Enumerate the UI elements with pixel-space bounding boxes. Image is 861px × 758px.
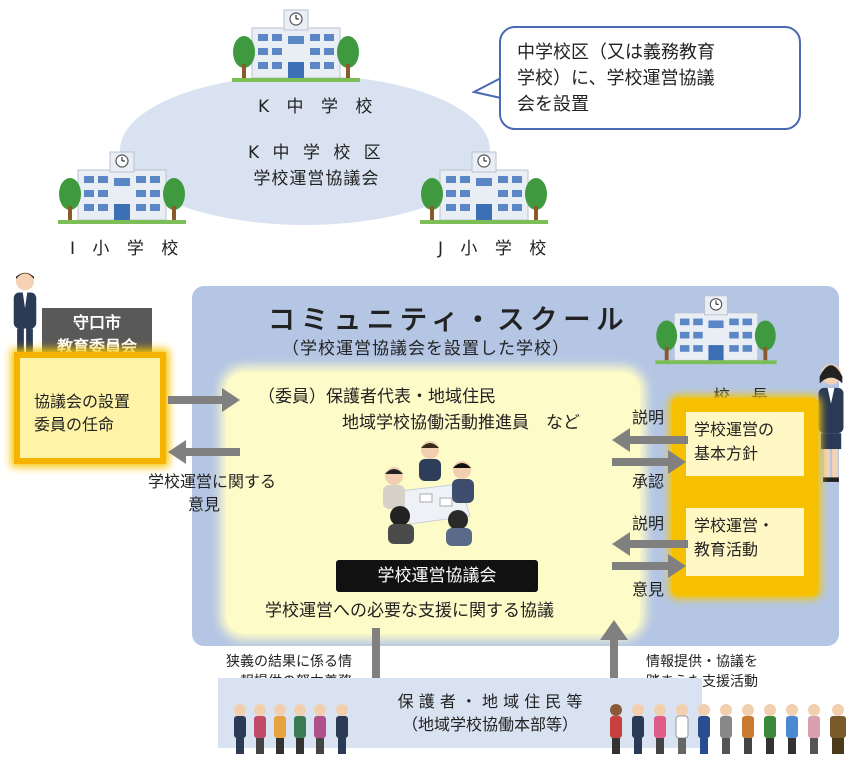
k-junior-high-label: K 中 学 校 [258, 97, 379, 117]
council-discussion: 学校運営への必要な支援に関する協議 [265, 601, 554, 621]
arrow-to-board-head [168, 440, 186, 464]
arrow-to-council-head [222, 388, 240, 412]
district-line2: 学校運営協議会 [253, 169, 380, 189]
board-opinion: 学校運営に関する 意見 [136, 470, 276, 516]
arrow-explain-2 [612, 532, 630, 556]
arrow-approve [668, 450, 686, 474]
basic-policy-box: 学校運営の 基本方針 [686, 412, 804, 476]
school-activities-box: 学校運営・ 教育活動 [686, 508, 804, 576]
community-line1: 保 護 者 ・ 地 域 住 民 等 [397, 692, 583, 711]
school-building-icon [420, 148, 548, 226]
duty-line1: 協議会の設置 [34, 392, 131, 411]
j-elementary-label: J 小 学 校 [438, 239, 553, 259]
explain-label-1: 説明 [632, 408, 665, 427]
opinion-line1: 学校運営に関する [147, 472, 276, 491]
policy-line1: 学校運営の [694, 420, 775, 439]
board-duties-box [14, 352, 166, 464]
support-line1: 情報提供・協議を [646, 654, 758, 670]
district-line1: K 中 学 校 区 [248, 143, 385, 163]
opinion-line2: 意見 [187, 495, 220, 514]
callout-line2: 学校）に、学校運営協議 [517, 68, 715, 89]
info-duty-line1: 狭義の結果に係る情 [226, 654, 352, 670]
arrow-opinion [668, 554, 686, 578]
principal-person-icon [818, 364, 844, 482]
council-name-label: 学校運営協議会 [336, 560, 538, 592]
board-duties: 協議会の設置 委員の任命 [34, 390, 130, 436]
parents-group-icon [234, 704, 348, 754]
school-building-icon [58, 148, 186, 226]
callout-line3: 会を設置 [517, 94, 589, 115]
members-line2: 地域学校協働活動推進員 など [342, 413, 580, 433]
residents-group-icon [610, 704, 846, 754]
principal-arrows [612, 428, 688, 578]
community-line2: （地域学校協働本部等） [401, 715, 578, 734]
approve-label: 承認 [632, 472, 665, 491]
council-members: （委員）保護者代表・地域住民 地域学校協働活動推進員 など [258, 384, 580, 436]
board-arrows [168, 388, 240, 464]
community-members: 保 護 者 ・ 地 域 住 民 等 （地域学校協働本部等） [380, 690, 600, 736]
members-line1: （委員）保護者代表・地域住民 [258, 387, 496, 407]
activity-line2: 教育活動 [694, 540, 759, 559]
duty-line2: 委員の任命 [34, 415, 115, 434]
board-head-line1: 守口市 [72, 313, 121, 332]
arrow-up-from-community [600, 620, 628, 698]
school-building-icon [652, 292, 780, 366]
meeting-people-icon [383, 441, 474, 546]
i-elementary-label: I 小 学 校 [70, 239, 185, 259]
explain-label-2: 説明 [632, 514, 665, 533]
opinion-label: 意見 [632, 580, 665, 599]
district-council-title: K 中 学 校 区 学校運営協議会 [248, 140, 385, 192]
community-school-title: コミュニティ・スクール [268, 305, 630, 336]
school-building-icon [232, 6, 360, 84]
callout-box: 中学校区（又は義務教育 学校）に、学校運営協議 会を設置 [499, 26, 801, 130]
board-head-line2: 教育委員会 [56, 337, 137, 356]
arrow-explain-1 [612, 428, 630, 452]
callout-line1: 中学校区（又は義務教育 [517, 42, 715, 63]
community-school-subtitle: （学校運営協議会を設置した学校） [282, 339, 570, 359]
arrow-to-council-shaft [168, 396, 224, 404]
official-person-icon [8, 270, 42, 360]
arrow-to-board-shaft [184, 448, 240, 456]
policy-line2: 基本方針 [694, 444, 759, 463]
activity-line1: 学校運営・ [694, 516, 775, 535]
